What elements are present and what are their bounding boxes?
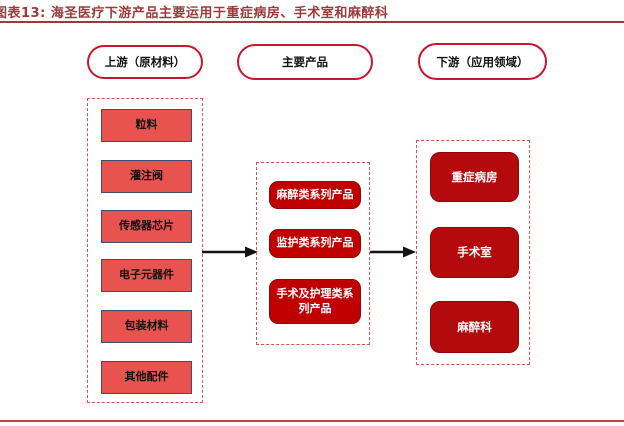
downstream-node: 手术室	[430, 227, 519, 278]
upstream-node: 包装材料	[101, 310, 192, 343]
header-pill-products-label: 主要产品	[282, 55, 328, 69]
product-node: 麻醉类系列产品	[269, 181, 361, 209]
title-rule	[0, 21, 624, 23]
downstream-node: 麻醉科	[430, 301, 519, 353]
footer-rule	[0, 420, 624, 422]
product-node: 手术及护理类系列产品	[269, 279, 361, 324]
downstream-group: 重症病房 手术室 麻醉科	[416, 140, 530, 365]
product-node: 监护类系列产品	[269, 229, 361, 258]
downstream-node: 重症病房	[430, 152, 519, 202]
upstream-node: 其他配件	[101, 361, 192, 394]
header-pill-upstream: 上游（原材料）	[87, 45, 203, 79]
upstream-group: 粒料 灌注阀 传感器芯片 电子元器件 包装材料 其他配件	[87, 98, 203, 403]
upstream-node: 传感器芯片	[101, 210, 192, 243]
arrow-right-icon	[370, 246, 416, 258]
header-pill-products: 主要产品	[237, 44, 373, 80]
figure-title: 图表13: 海圣医疗下游产品主要运用于重症病房、手术室和麻醉科	[0, 6, 389, 21]
arrow-right-icon	[202, 246, 258, 258]
upstream-node: 粒料	[101, 109, 192, 142]
upstream-node: 灌注阀	[101, 160, 192, 193]
upstream-node: 电子元器件	[101, 259, 192, 292]
header-pill-upstream-label: 上游（原材料）	[104, 55, 186, 69]
products-group: 麻醉类系列产品 监护类系列产品 手术及护理类系列产品	[256, 162, 370, 345]
header-pill-downstream-label: 下游（应用领域）	[436, 54, 529, 69]
header-pill-downstream: 下游（应用领域）	[418, 43, 547, 80]
